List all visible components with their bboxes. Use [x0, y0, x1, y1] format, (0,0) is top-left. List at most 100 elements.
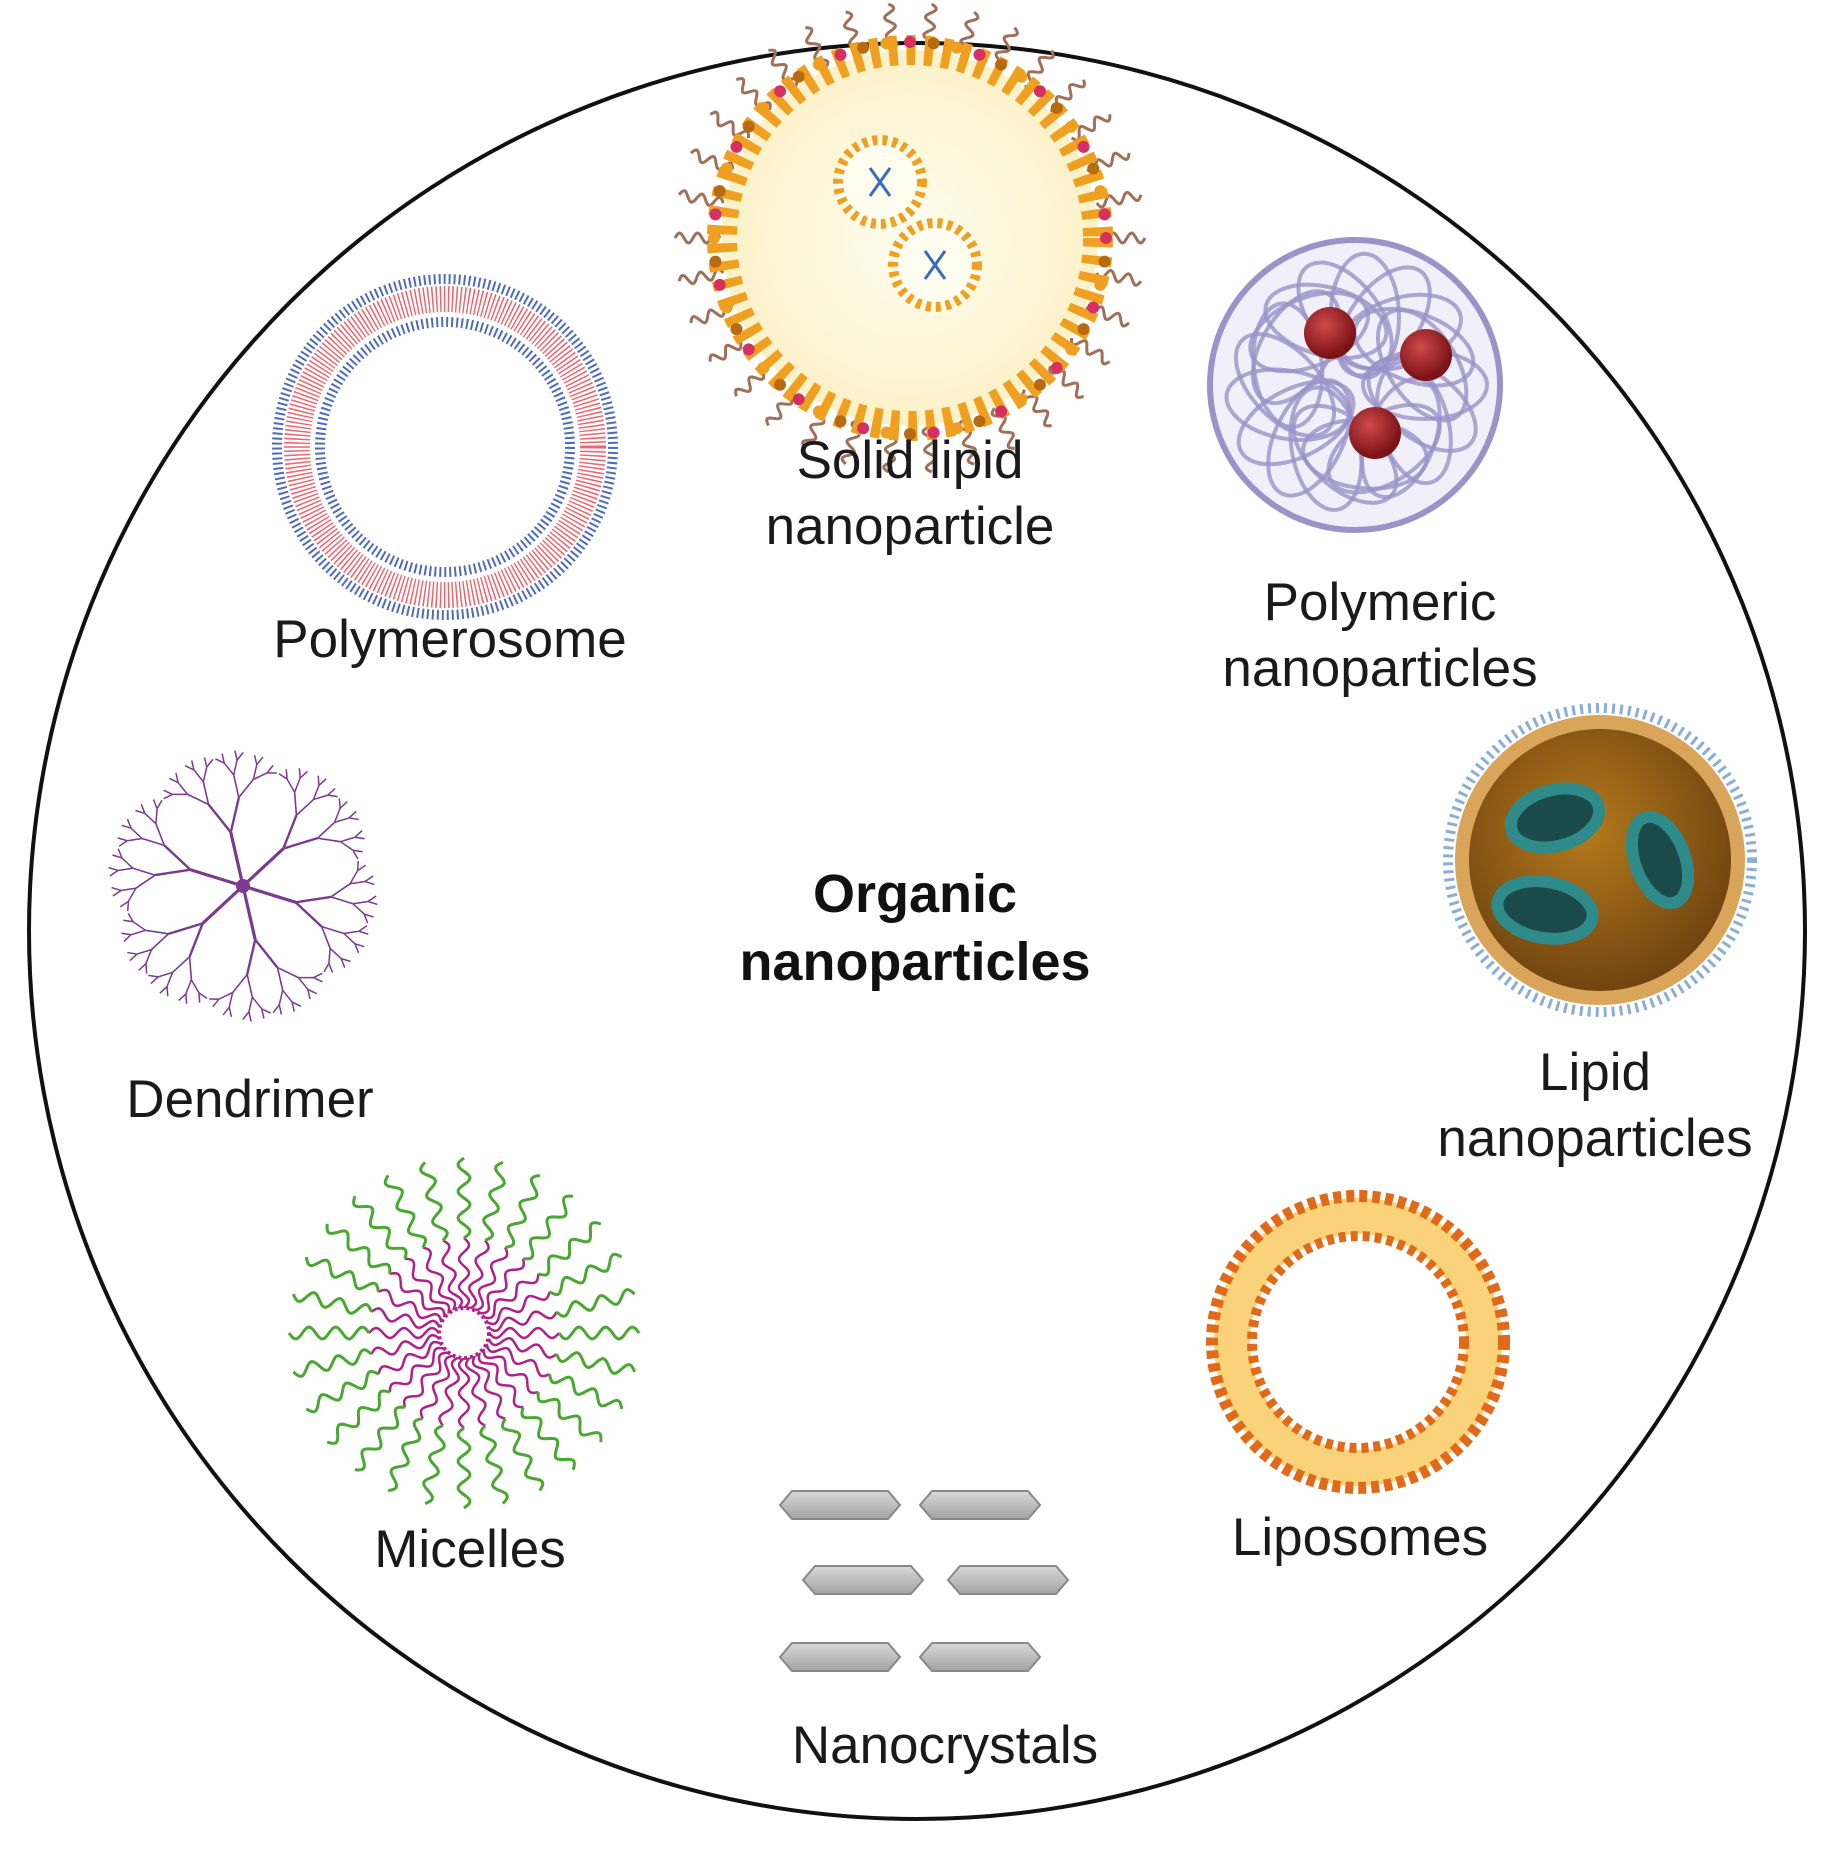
lnp-nucleic-core — [1504, 782, 1606, 854]
micelle-corona-chain — [504, 1173, 541, 1249]
dendrimer-branch — [367, 895, 377, 903]
dendrimer-branch — [144, 812, 157, 825]
dendrimer-branch — [145, 963, 148, 974]
dendrimer-branch — [252, 764, 258, 780]
dendrimer-branch — [123, 934, 132, 942]
sln-lipid-head — [713, 185, 726, 198]
micelle-core-chain — [441, 1239, 464, 1310]
dendrimer-branch — [218, 991, 233, 1000]
dendrimer-branch — [130, 827, 143, 840]
sln-lipid-head — [742, 343, 755, 356]
dendrimer-branch — [163, 789, 173, 796]
dendrimer-branch — [323, 962, 330, 973]
polymeric-chain-loop — [1352, 306, 1476, 388]
polymeric-chain-loop — [1233, 332, 1337, 438]
dendrimer-branch — [349, 870, 359, 885]
micelle-corona-chain — [520, 1406, 576, 1471]
dendrimer-branch — [140, 804, 146, 814]
sln-lipid-head — [1015, 393, 1028, 406]
liposome-illustration — [1206, 1190, 1510, 1494]
dendrimer-branch — [198, 992, 201, 1003]
dendrimer-branch — [222, 1006, 230, 1016]
dendrimer-branch — [282, 814, 298, 850]
polymeric-nanoparticle-illustration — [1207, 237, 1503, 533]
sln-lipid-head — [950, 422, 963, 435]
sln-lipid-head — [709, 208, 722, 221]
micelle-corona-chain — [537, 1221, 602, 1277]
sln-lipid-head — [1077, 140, 1090, 153]
dendrimer-branch — [313, 972, 323, 979]
dendrimer-branch — [157, 971, 173, 978]
sln-peg-chain — [1021, 389, 1052, 428]
micelle-core-chain — [388, 1346, 445, 1393]
dendrimer-branch — [188, 956, 193, 980]
micelle-corona-chain — [536, 1392, 603, 1443]
dendrimer-branch — [193, 769, 204, 783]
dendrimer-branch — [285, 769, 288, 780]
micelle-illustration — [287, 1156, 641, 1510]
dendrimer-branch — [234, 750, 238, 761]
nanocrystal — [801, 1565, 925, 1595]
sln-nucleic-acid — [923, 250, 947, 280]
dendrimer-branch — [334, 817, 350, 824]
dendrimer-branch — [178, 993, 187, 1002]
sln-lipid-head — [1100, 232, 1112, 244]
label-polymeric-line2: nanoparticles — [1222, 639, 1538, 698]
dendrimer-branch — [108, 866, 119, 872]
micelle-corona-chain — [523, 1194, 574, 1261]
sln-lipid-head — [730, 323, 743, 336]
dendrimer-branch — [333, 808, 341, 823]
sln-lipid-head — [1094, 278, 1107, 291]
dendrimer-branch — [202, 766, 208, 782]
dendrimer-branch — [358, 925, 368, 932]
nanocrystal — [778, 1490, 902, 1520]
dendrimer-branch — [132, 921, 146, 931]
dendrimer-branch — [253, 772, 268, 781]
dendrimer-branch — [330, 896, 354, 905]
micelle-core-chain — [468, 1239, 490, 1310]
micelle-core-chain — [487, 1310, 558, 1333]
dendrimer-branch — [340, 836, 356, 843]
dendrimer-branch — [141, 837, 165, 847]
micelle-core-chain — [368, 1326, 440, 1340]
sln-peg-chain — [805, 26, 830, 69]
sln-lipid-head — [709, 255, 722, 268]
nanocrystal — [918, 1642, 1042, 1672]
dendrimer-branch — [229, 797, 240, 833]
dendrimer-branch — [228, 1007, 233, 1018]
micelle-corona-chain — [548, 1252, 623, 1297]
micelle-core-chain — [438, 1356, 460, 1427]
dendrimer-branch — [136, 948, 152, 955]
dendrimer-branch — [327, 787, 336, 796]
dendrimer-branch — [364, 875, 374, 883]
nanocrystal — [918, 1490, 1042, 1520]
sln-lipid-head — [834, 415, 847, 428]
dendrimer-branch — [251, 996, 263, 1010]
dendrimer-branch — [232, 774, 240, 798]
dendrimer-branch — [363, 913, 374, 918]
dendrimer-branch — [207, 803, 232, 834]
sln-lipid-head — [995, 58, 1008, 71]
sln-peg-chain — [1095, 190, 1143, 209]
label-polymeric-nanoparticles: Polymeric nanoparticles — [1185, 570, 1575, 702]
dendrimer-branch — [340, 958, 346, 968]
sln-lipid-head — [708, 232, 720, 244]
sln-peg-chain — [921, 425, 937, 474]
dendrimer-branch — [121, 932, 132, 936]
center-title-line2: nanoparticles — [739, 932, 1091, 992]
dendrimer-branch — [236, 752, 244, 761]
dendrimer-branch — [339, 801, 348, 809]
micelle-core-chain — [485, 1343, 551, 1378]
dendrimer-branch — [277, 966, 299, 979]
dendrimer-branch — [152, 799, 158, 809]
sln-lipid-head — [1050, 361, 1063, 374]
micelle-core-chain — [488, 1326, 560, 1340]
dendrimer-branch — [298, 768, 301, 779]
micelle-corona-chain — [500, 1417, 545, 1492]
dendrimer-branch — [352, 849, 359, 860]
dendrimer-branch — [185, 993, 188, 1004]
dendrimer-branch — [191, 760, 195, 771]
dendrimer-branch — [117, 867, 134, 872]
center-title-line1: Organic — [812, 864, 1018, 924]
